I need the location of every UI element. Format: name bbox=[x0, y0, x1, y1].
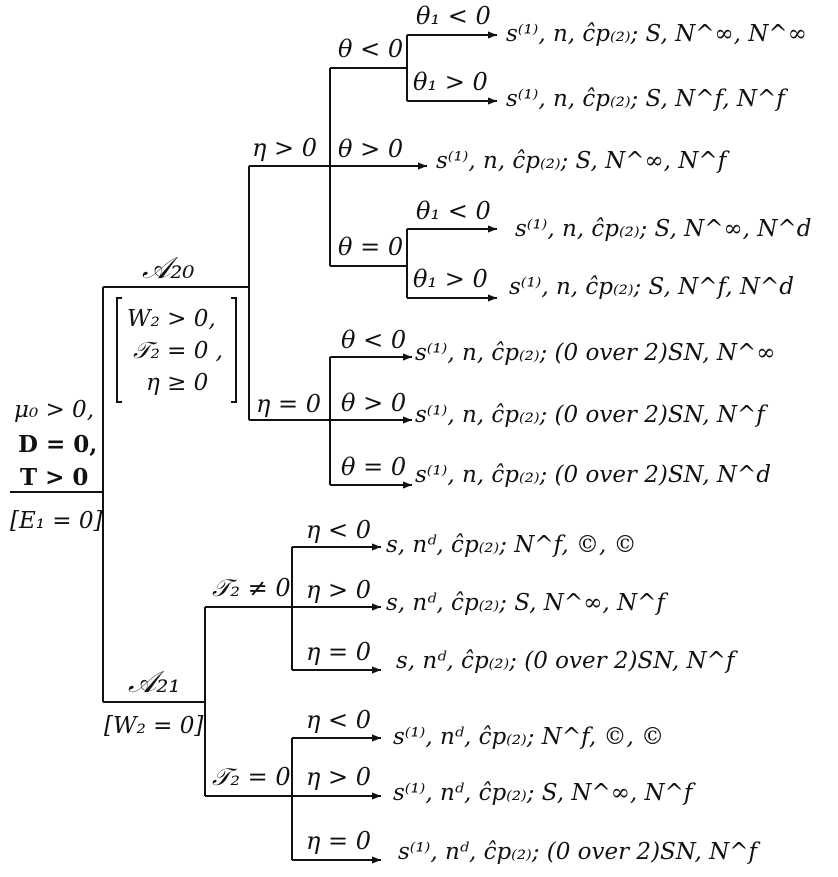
eta-pos-label: η > 0 bbox=[252, 134, 317, 162]
a21-condition: [W₂ = 0] bbox=[104, 713, 203, 739]
result-1: s⁽¹⁾, n, ĉp₍₂₎; S, N^∞, N^∞ bbox=[506, 21, 807, 47]
result-13: s⁽¹⁾, nᵈ, ĉp₍₂₎; S, N^∞, N^f bbox=[393, 780, 696, 806]
a20-left-bracket bbox=[116, 297, 122, 403]
result-3: s⁽¹⁾, n, ĉp₍₂₎; S, N^∞, N^f bbox=[436, 148, 730, 174]
eta0-theta-pos-label: θ > 0 bbox=[341, 389, 406, 417]
result-4: s⁽¹⁾, n, ĉp₍₂₎; S, N^∞, N^d bbox=[515, 216, 811, 242]
tn-eta-neg-label: η < 0 bbox=[306, 516, 371, 544]
branch-a21: 𝒜₂₁ [W₂ = 0] 𝒯₂ ≠ 0 𝒯₂ = 0 η < 0 s, nᵈ, … bbox=[103, 516, 760, 865]
theta-pos-label: θ > 0 bbox=[338, 135, 403, 163]
root-condition-d: D = 0, bbox=[18, 431, 97, 458]
root-node: μ₀ > 0, D = 0, T > 0 [E₁ = 0] bbox=[10, 397, 103, 534]
a20-name: 𝒜₂₀ bbox=[142, 251, 194, 286]
result-2: s⁽¹⁾, n, ĉp₍₂₎; S, N^f, N^f bbox=[506, 86, 788, 112]
t-nonzero-label: 𝒯₂ ≠ 0 bbox=[212, 574, 291, 602]
theta-zero-label: θ = 0 bbox=[338, 233, 403, 261]
tn-eta-zero-label: η = 0 bbox=[306, 638, 371, 666]
result-10: s, nᵈ, ĉp₍₂₎; S, N^∞, N^f bbox=[386, 590, 668, 616]
result-11: s, nᵈ, ĉp₍₂₎; (0 over 2)SN, N^f bbox=[396, 648, 738, 674]
root-condition-t: T > 0 bbox=[20, 464, 88, 491]
eta-zero-label: η = 0 bbox=[256, 390, 321, 418]
a20-condition-w2: W₂ > 0, bbox=[127, 306, 216, 332]
result-5: s⁽¹⁾, n, ĉp₍₂₎; S, N^f, N^d bbox=[509, 274, 794, 300]
tz-eta-neg-label: η < 0 bbox=[306, 706, 371, 734]
tz-eta-pos-label: η > 0 bbox=[306, 763, 371, 791]
result-12: s⁽¹⁾, nᵈ, ĉp₍₂₎; N^f, ©, © bbox=[393, 724, 664, 750]
theta-neg-label: θ < 0 bbox=[338, 35, 403, 63]
theta1-pos-label-b: θ₁ > 0 bbox=[413, 265, 488, 293]
result-14: s⁽¹⁾, nᵈ, ĉp₍₂₎; (0 over 2)SN, N^f bbox=[398, 839, 760, 865]
theta1-pos-label-a: θ₁ > 0 bbox=[413, 68, 488, 96]
tz-eta-zero-label: η = 0 bbox=[306, 827, 371, 855]
eta0-theta-zero-label: θ = 0 bbox=[341, 453, 406, 481]
result-8: s⁽¹⁾, n, ĉp₍₂₎; (0 over 2)SN, N^d bbox=[415, 462, 771, 488]
tn-eta-pos-label: η > 0 bbox=[306, 576, 371, 604]
a21-name: 𝒜₂₁ bbox=[128, 665, 180, 700]
a20-condition-t2: 𝒯₂ = 0 , bbox=[133, 338, 223, 364]
theta1-neg-label-a: θ₁ < 0 bbox=[416, 2, 491, 30]
eta0-theta-neg-label: θ < 0 bbox=[341, 326, 406, 354]
a20-right-bracket bbox=[231, 297, 237, 403]
result-9: s, nᵈ, ĉp₍₂₎; N^f, ©, © bbox=[386, 532, 637, 558]
root-condition-mu: μ₀ > 0, bbox=[14, 397, 94, 423]
result-7: s⁽¹⁾, n, ĉp₍₂₎; (0 over 2)SN, N^f bbox=[415, 402, 768, 428]
a20-condition-eta: η ≥ 0 bbox=[146, 370, 208, 396]
branch-a20: 𝒜₂₀ W₂ > 0, 𝒯₂ = 0 , η ≥ 0 η > 0 η = 0 θ… bbox=[103, 2, 811, 489]
root-label: [E₁ = 0] bbox=[10, 508, 103, 534]
t-zero-label: 𝒯₂ = 0 bbox=[212, 763, 291, 791]
result-6: s⁽¹⁾, n, ĉp₍₂₎; (0 over 2)SN, N^∞ bbox=[415, 340, 775, 366]
theta1-neg-label-b: θ₁ < 0 bbox=[416, 197, 491, 225]
